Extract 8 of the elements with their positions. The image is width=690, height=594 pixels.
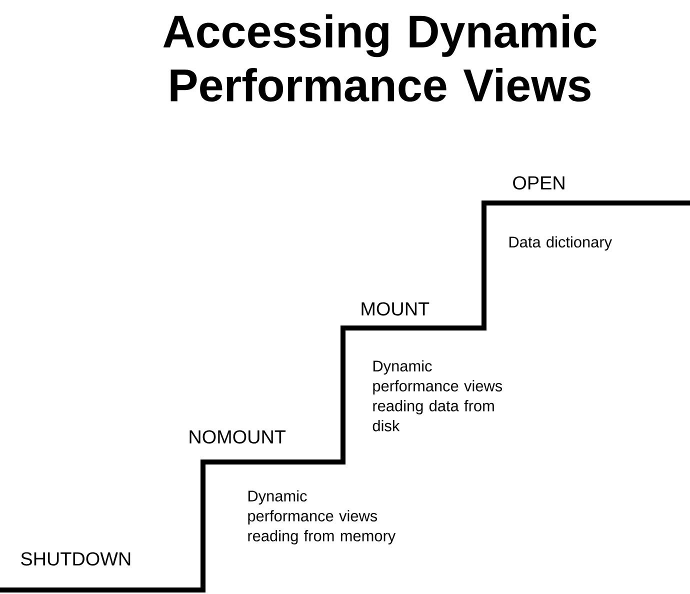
title: Accessing Dynamic Performance Views — [163, 14, 596, 102]
step-description: Dynamic performance views reading data from disk — [372, 360, 502, 432]
step-description: Data dictionary — [509, 236, 612, 251]
step-label: OPEN — [513, 176, 564, 190]
step-label: MOUNT — [362, 302, 430, 316]
step-label: SHUTDOWN — [21, 552, 130, 566]
step-description: Dynamic performance views reading from memory — [248, 490, 396, 544]
step-label: NOMOUNT — [190, 430, 286, 444]
